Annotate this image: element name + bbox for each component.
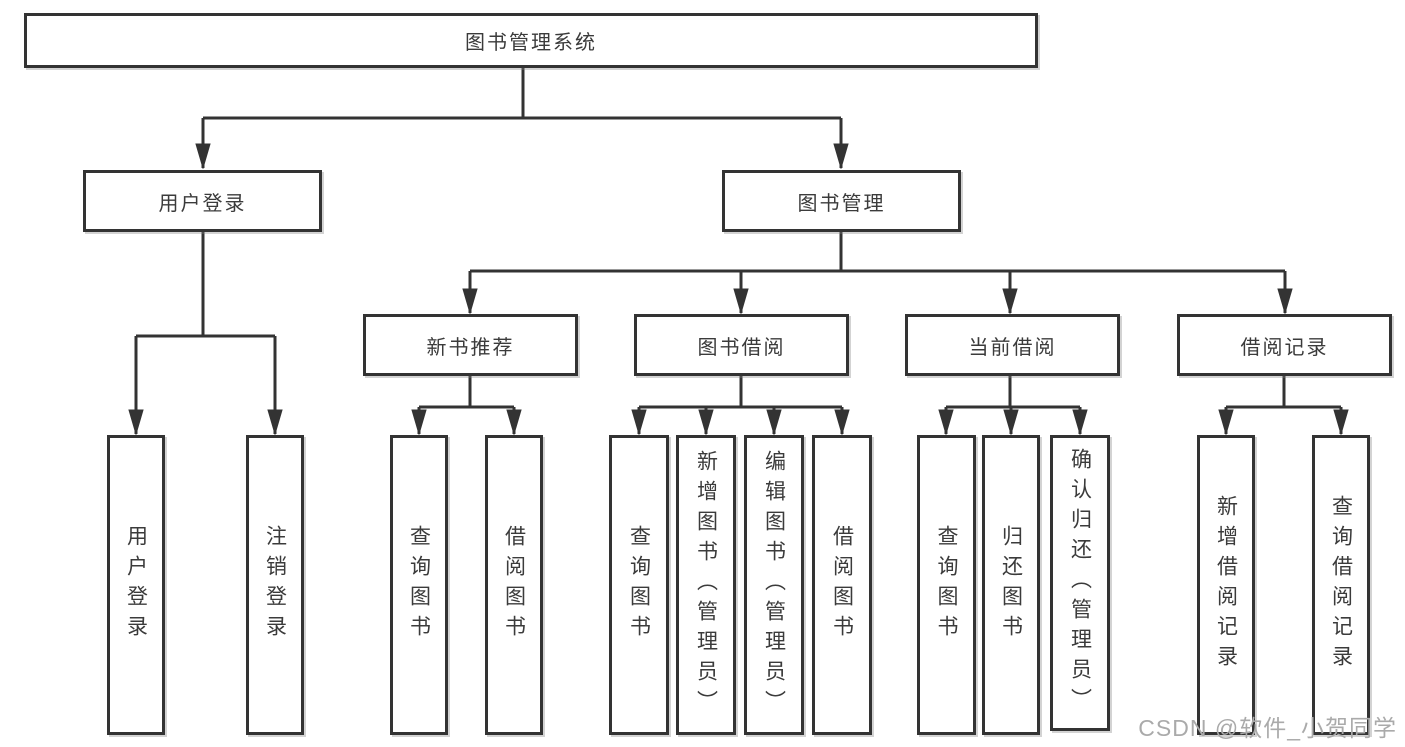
connector-records-trunk xyxy=(1226,376,1341,409)
node-user-login-label: 用户登录 xyxy=(158,192,247,215)
leaf-recommend-borrow-books: 借阅图书 xyxy=(485,435,543,735)
connector-root-trunk xyxy=(203,66,841,120)
node-book-management-label: 图书管理 xyxy=(797,192,886,215)
node-root-system-label: 图书管理系统 xyxy=(465,32,597,54)
leaf-records-add-record-label: 新增借阅记录 xyxy=(1214,495,1238,675)
leaf-borrow-borrow-books: 借阅图书 xyxy=(812,435,872,735)
leaf-records-query-record-label: 查询借阅记录 xyxy=(1329,495,1353,675)
connector-current-trunk xyxy=(946,376,1080,409)
leaf-current-confirm-return-admin-label: 确认归还（管理员） xyxy=(1068,448,1092,718)
leaf-borrow-add-books-admin-label: 新增图书（管理员） xyxy=(694,450,718,720)
leaf-borrow-add-books-admin: 新增图书（管理员） xyxy=(676,435,736,735)
node-root-system: 图书管理系统 xyxy=(24,13,1038,68)
csdn-watermark: CSDN @软件_小贺同学 xyxy=(1138,715,1397,741)
node-user-login: 用户登录 xyxy=(83,170,322,232)
connector-recommend-trunk xyxy=(419,376,514,409)
leaf-borrow-query-books: 查询图书 xyxy=(609,435,669,735)
node-book-borrow-label: 图书借阅 xyxy=(697,336,786,359)
leaf-logout: 注销登录 xyxy=(246,435,304,735)
leaf-borrow-edit-books-admin-label: 编辑图书（管理员） xyxy=(762,450,786,720)
leaf-logout-label: 注销登录 xyxy=(263,525,287,645)
leaf-user-login-label: 用户登录 xyxy=(124,525,148,645)
leaf-recommend-query-books: 查询图书 xyxy=(390,435,448,735)
leaf-borrow-borrow-books-label: 借阅图书 xyxy=(830,525,854,645)
leaf-user-login: 用户登录 xyxy=(107,435,165,735)
leaf-borrow-edit-books-admin: 编辑图书（管理员） xyxy=(744,435,804,735)
leaf-current-return-books-label: 归还图书 xyxy=(999,525,1023,645)
connector-mgmt-trunk xyxy=(470,232,1285,273)
node-current-borrow: 当前借阅 xyxy=(905,314,1120,376)
node-borrow-records-label: 借阅记录 xyxy=(1240,336,1329,359)
leaf-current-return-books: 归还图书 xyxy=(982,435,1040,735)
leaf-borrow-query-books-label: 查询图书 xyxy=(627,525,651,645)
node-new-book-recommend: 新书推荐 xyxy=(363,314,578,376)
leaf-current-query-books-label: 查询图书 xyxy=(935,525,958,645)
leaf-records-add-record: 新增借阅记录 xyxy=(1197,435,1255,735)
connector-login-trunk xyxy=(136,232,275,338)
node-book-borrow: 图书借阅 xyxy=(634,314,849,376)
leaf-recommend-query-books-label: 查询图书 xyxy=(407,525,431,645)
node-borrow-records: 借阅记录 xyxy=(1177,314,1392,376)
node-new-book-recommend-label: 新书推荐 xyxy=(426,336,515,359)
node-book-management: 图书管理 xyxy=(722,170,961,232)
connector-borrow-trunk xyxy=(639,376,842,409)
leaf-recommend-borrow-books-label: 借阅图书 xyxy=(502,525,526,645)
node-current-borrow-label: 当前借阅 xyxy=(968,336,1057,359)
leaf-current-confirm-return-admin: 确认归还（管理员） xyxy=(1050,435,1110,731)
leaf-records-query-record: 查询借阅记录 xyxy=(1312,435,1370,735)
leaf-current-query-books: 查询图书 xyxy=(917,435,976,735)
